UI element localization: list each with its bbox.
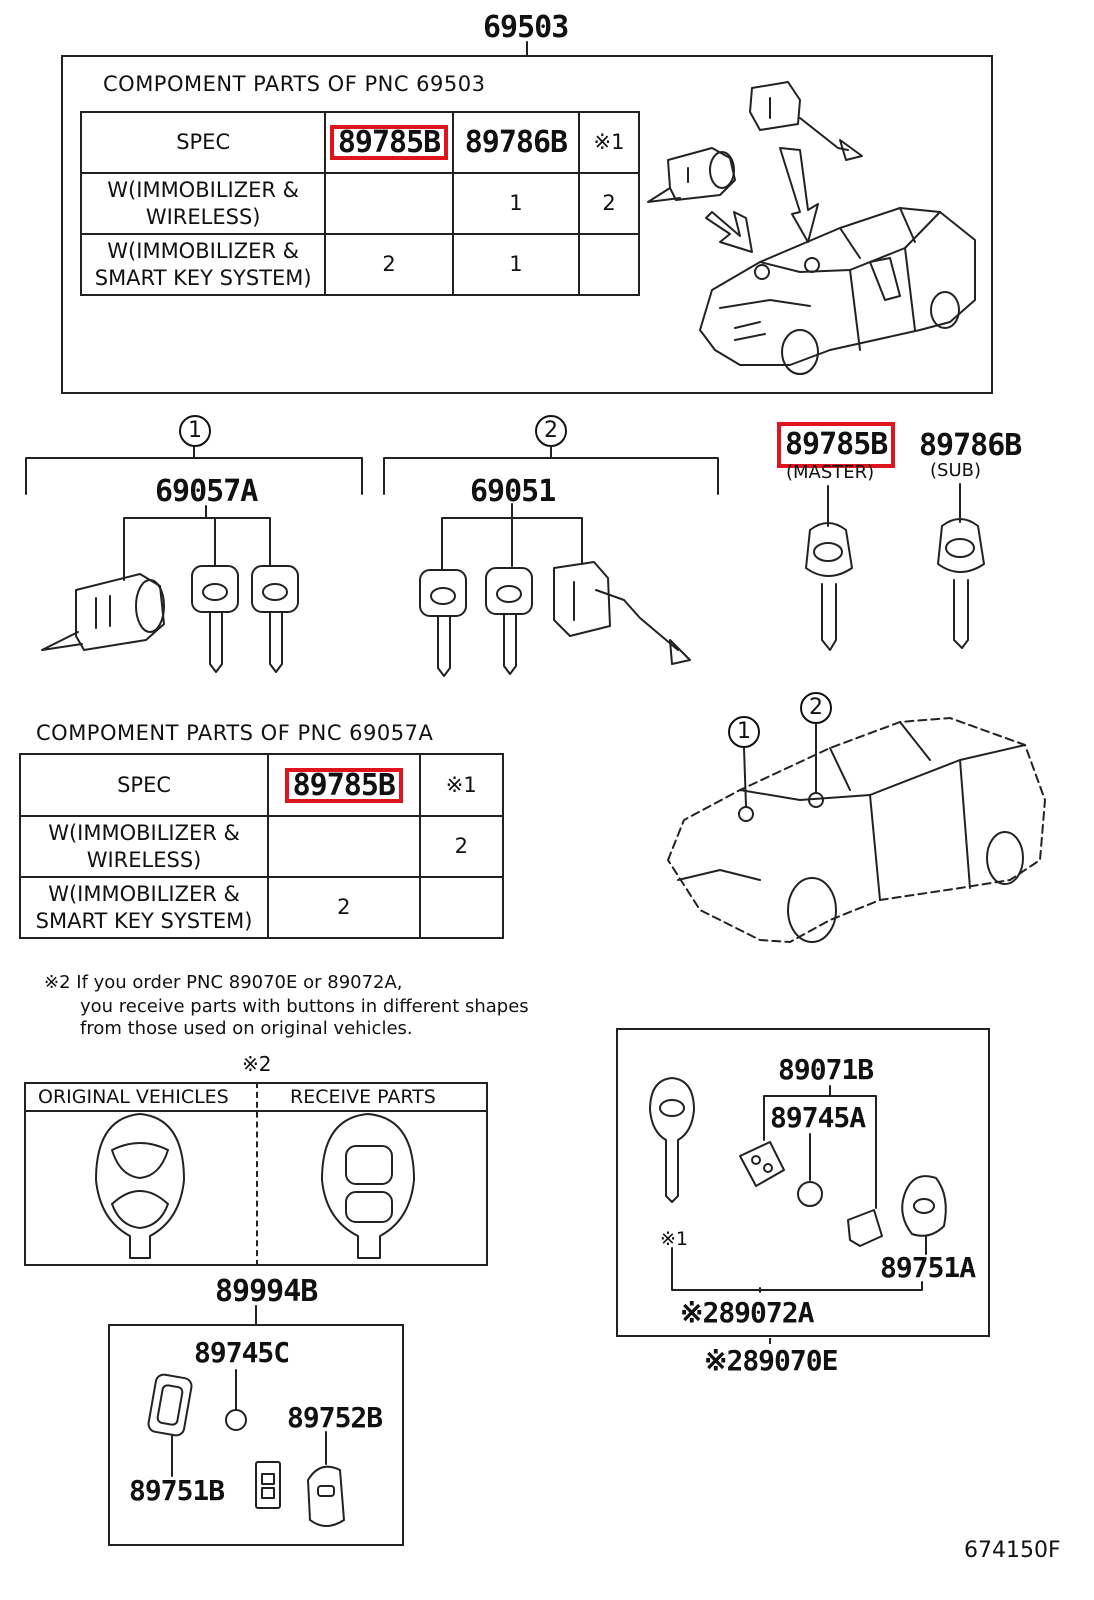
key-icon	[251, 565, 299, 673]
col-89785b: 89785B	[324, 111, 454, 174]
part-89751a: 89751A	[880, 1251, 976, 1284]
cell: 1	[451, 172, 581, 235]
cell	[267, 815, 421, 878]
receive-parts-label: RECEIVE PARTS	[290, 1086, 436, 1108]
key-icon	[191, 565, 239, 673]
part-89745c: 89745C	[194, 1336, 290, 1369]
cell: 2	[578, 172, 640, 235]
arrow-icons	[705, 147, 819, 253]
col-89785b: 89785B	[267, 753, 421, 817]
compare-column-divider	[256, 1082, 258, 1266]
switch-plate-icon	[255, 1461, 281, 1509]
spec-header: SPEC	[18, 753, 270, 817]
kit-89070e-pnc: ※289070E	[704, 1344, 838, 1377]
car-illustration-top	[699, 207, 976, 375]
battery-icon	[797, 1181, 823, 1207]
switch-board-icon	[739, 1141, 785, 1187]
main-pnc-label: 69503	[483, 10, 569, 45]
cell: 1	[451, 233, 581, 296]
cell	[324, 172, 454, 235]
door-lock-cylinder-icon	[553, 561, 691, 665]
original-remote-head-icon	[95, 1113, 185, 1259]
original-vehicles-label: ORIGINAL VEHICLES	[38, 1086, 229, 1108]
note2-line3: from those used on original vehicles.	[80, 1018, 413, 1039]
key-shell-icon	[147, 1373, 193, 1437]
group1-pnc: 69057A	[155, 474, 258, 509]
part-89752b: 89752B	[287, 1401, 383, 1434]
mid-spec-table: SPEC 89785B ※1 W(IMMOBILIZER & WIRELESS)…	[18, 753, 505, 939]
note2-line2: you receive parts with buttons in differ…	[80, 996, 529, 1017]
row-wireless-label: W(IMMOBILIZER & WIRELESS)	[18, 815, 270, 878]
row-wireless-label: W(IMMOBILIZER & WIRELESS)	[79, 172, 327, 235]
cell: 2	[418, 815, 505, 878]
sub-key-label: (SUB)	[930, 460, 981, 481]
master-key-pnc: 89785B	[777, 422, 896, 468]
figure-code: 674150F	[964, 1538, 1061, 1563]
compare-mark: ※2	[242, 1052, 272, 1076]
door-lock-cylinder-icon	[749, 81, 863, 161]
cell: 2	[267, 876, 421, 939]
top-spec-table: SPEC 89785B 89786B ※1 W(IMMOBILIZER & WI…	[79, 111, 640, 296]
group1-bracket	[25, 457, 363, 495]
mark-1: ※1	[660, 1228, 689, 1250]
spec-header: SPEC	[79, 111, 327, 174]
key-icon	[485, 567, 533, 675]
part-89071b: 89071B	[778, 1053, 874, 1086]
car-marker-1: 1	[728, 716, 760, 748]
battery-icon	[225, 1409, 247, 1431]
ignition-cylinder-icon	[41, 573, 165, 651]
sub-key-icon	[937, 483, 985, 649]
top-panel-title: COMPOMENT PARTS OF PNC 69503	[103, 72, 486, 96]
col-mark1: ※1	[418, 753, 505, 817]
row-smart-key-label: W(IMMOBILIZER & SMART KEY SYSTEM)	[79, 233, 327, 296]
highlight-89785b: 89785B	[284, 767, 403, 803]
highlight-89785b: 89785B	[329, 125, 449, 160]
mid-panel-title: COMPOMENT PARTS OF PNC 69057A	[36, 721, 434, 745]
part-89751b: 89751B	[129, 1474, 225, 1507]
remote-key-icon	[649, 1077, 695, 1203]
kit-89072a-box	[616, 1028, 990, 1337]
part-89745a: 89745A	[770, 1101, 866, 1134]
button-cover-icon	[307, 1431, 345, 1527]
kit-89072a-pnc: ※289072A	[680, 1296, 814, 1329]
master-key-label: (MASTER)	[786, 462, 875, 483]
cell	[418, 876, 505, 939]
note2-line1: ※2 If you order PNC 89070E or 89072A,	[44, 972, 403, 993]
ignition-cylinder-icon	[647, 147, 736, 203]
group2-bracket	[383, 457, 719, 495]
col-mark1: ※1	[578, 111, 640, 174]
col-89786b: 89786B	[451, 111, 581, 174]
master-key-icon	[805, 485, 853, 651]
key-case-icon	[847, 1209, 883, 1247]
group2-pnc: 69051	[470, 474, 556, 509]
sub-key-pnc: 89786B	[919, 428, 1022, 463]
key-icon	[419, 569, 467, 677]
cell: 2	[324, 233, 454, 296]
receive-remote-head-icon	[321, 1113, 415, 1259]
kit-89994b-pnc: 89994B	[215, 1274, 318, 1309]
remote-housing-icon	[901, 1175, 947, 1255]
car-illustration-mid	[667, 717, 1046, 943]
cell	[578, 233, 640, 296]
row-smart-key-label: W(IMMOBILIZER & SMART KEY SYSTEM)	[18, 876, 270, 939]
